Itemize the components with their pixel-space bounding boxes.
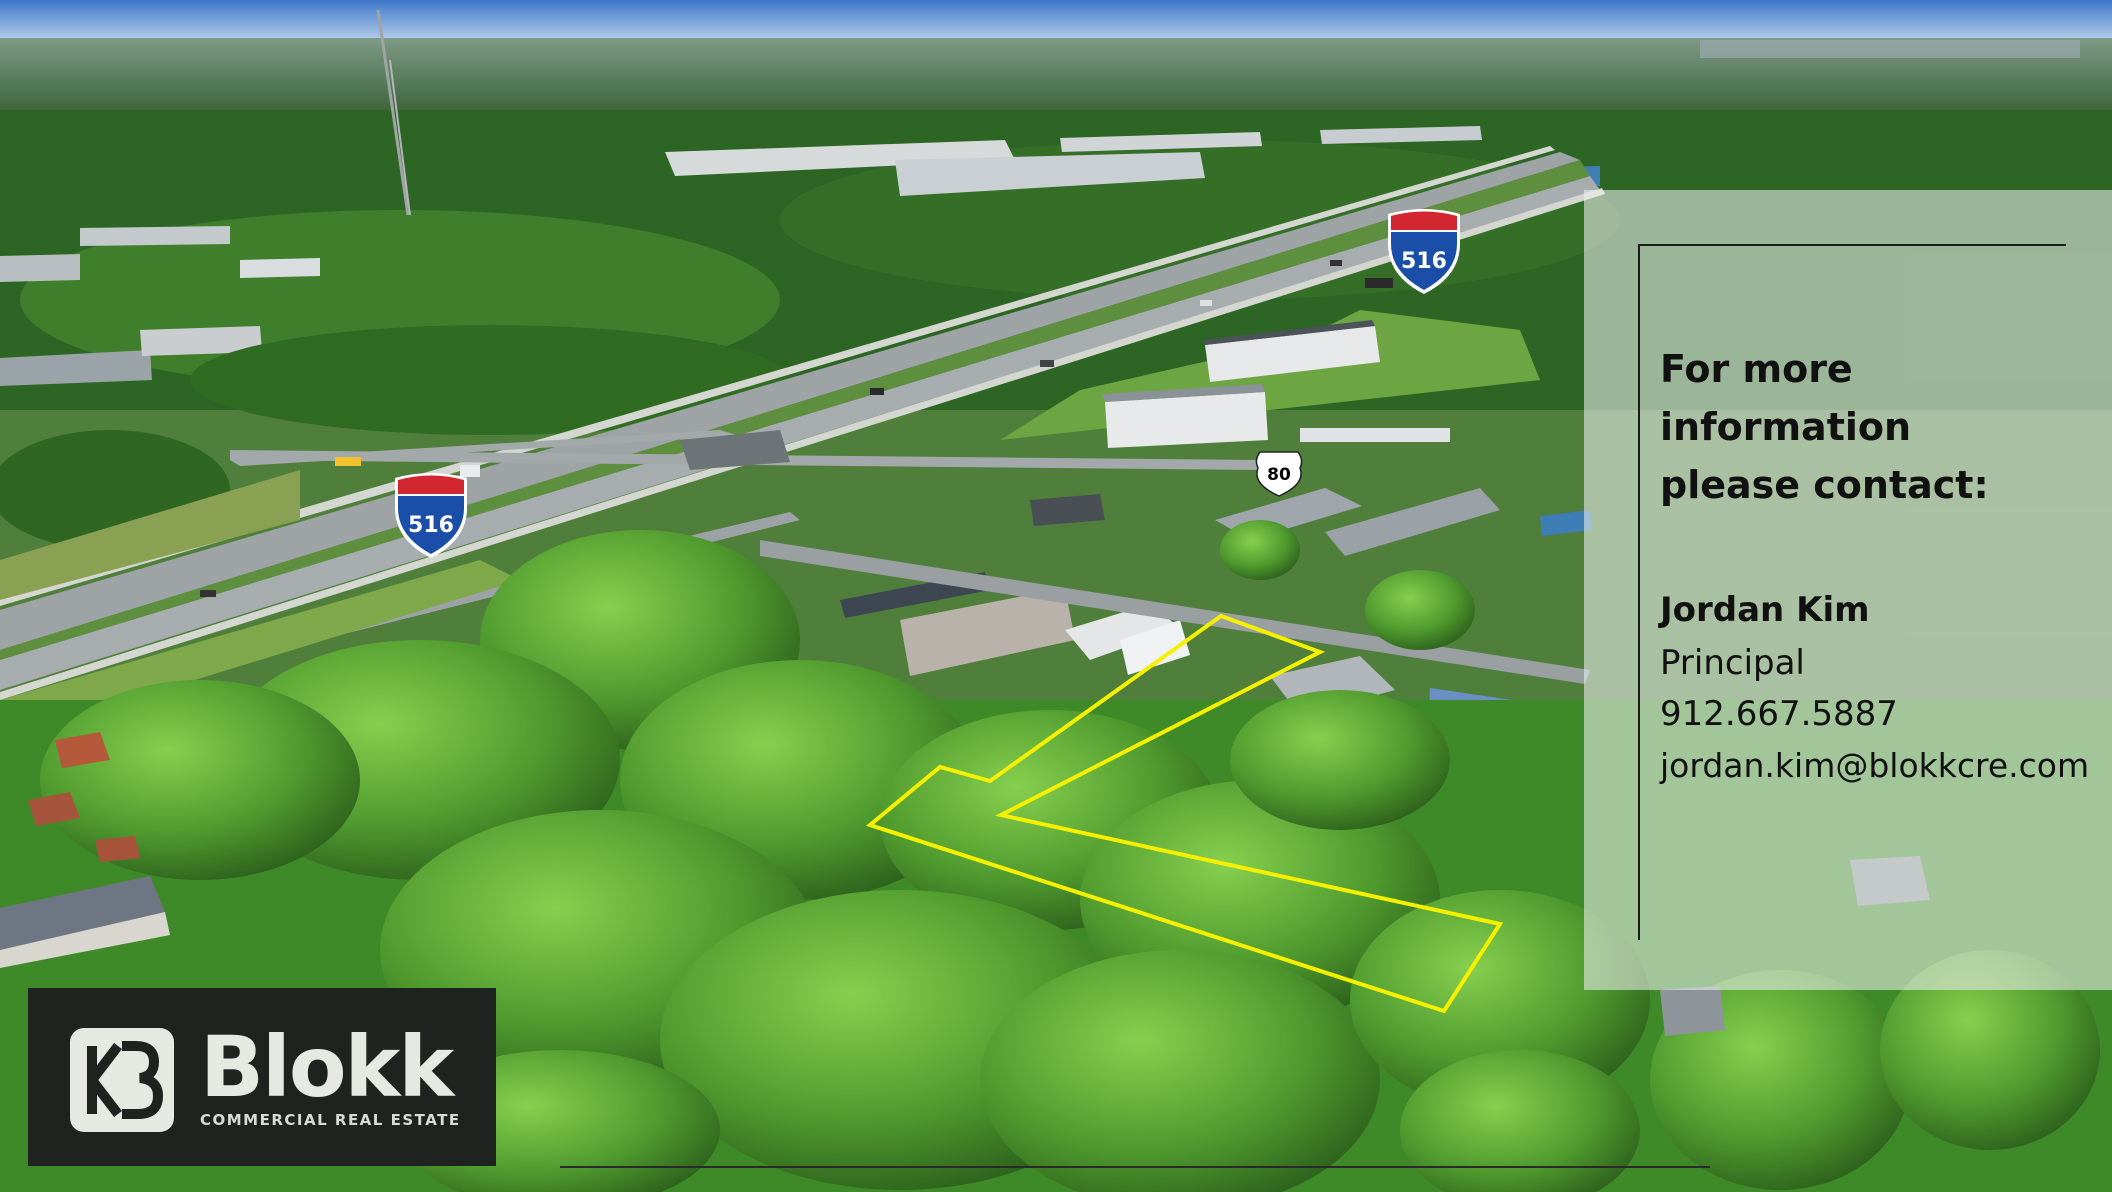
brand-tagline: COMMERCIAL REAL ESTATE [200, 1111, 461, 1129]
contact-heading: For more information please contact: [1660, 340, 2080, 514]
bottom-divider [560, 1166, 1710, 1168]
contact-name: Jordan Kim [1660, 590, 1870, 630]
contact-heading-line-2: please contact: [1660, 463, 1989, 507]
property-boundary-outline [865, 613, 1504, 1014]
contact-panel [1584, 190, 2112, 990]
vehicles [200, 260, 1393, 597]
interstate-516-shield-icon: 516 [395, 473, 467, 558]
contact-phone[interactable]: 912.667.5887 [1660, 694, 1898, 734]
blokk-b-mark-icon [70, 1028, 174, 1132]
svg-text:516: 516 [408, 513, 454, 538]
field [0, 470, 300, 600]
svg-text:516: 516 [1401, 249, 1447, 274]
us-route-80-shield-icon: 80 [1255, 451, 1303, 497]
contact-frame-line [1638, 244, 1640, 940]
brand-name: Blokk [200, 1018, 454, 1116]
sky [0, 0, 2112, 42]
svg-text:80: 80 [1267, 465, 1291, 485]
distant-warehouses [0, 126, 1600, 386]
contact-email[interactable]: jordan.kim@blokkcre.com [1660, 746, 2090, 785]
local-road [760, 540, 1590, 684]
contact-heading-line-1: For more information [1660, 347, 1912, 449]
interstate-516-shield-icon: 516 [1388, 209, 1460, 294]
tree-band [190, 325, 790, 435]
contact-frame-line [1638, 244, 2066, 246]
radio-tower [376, 9, 410, 216]
contact-title: Principal [1660, 643, 1805, 683]
